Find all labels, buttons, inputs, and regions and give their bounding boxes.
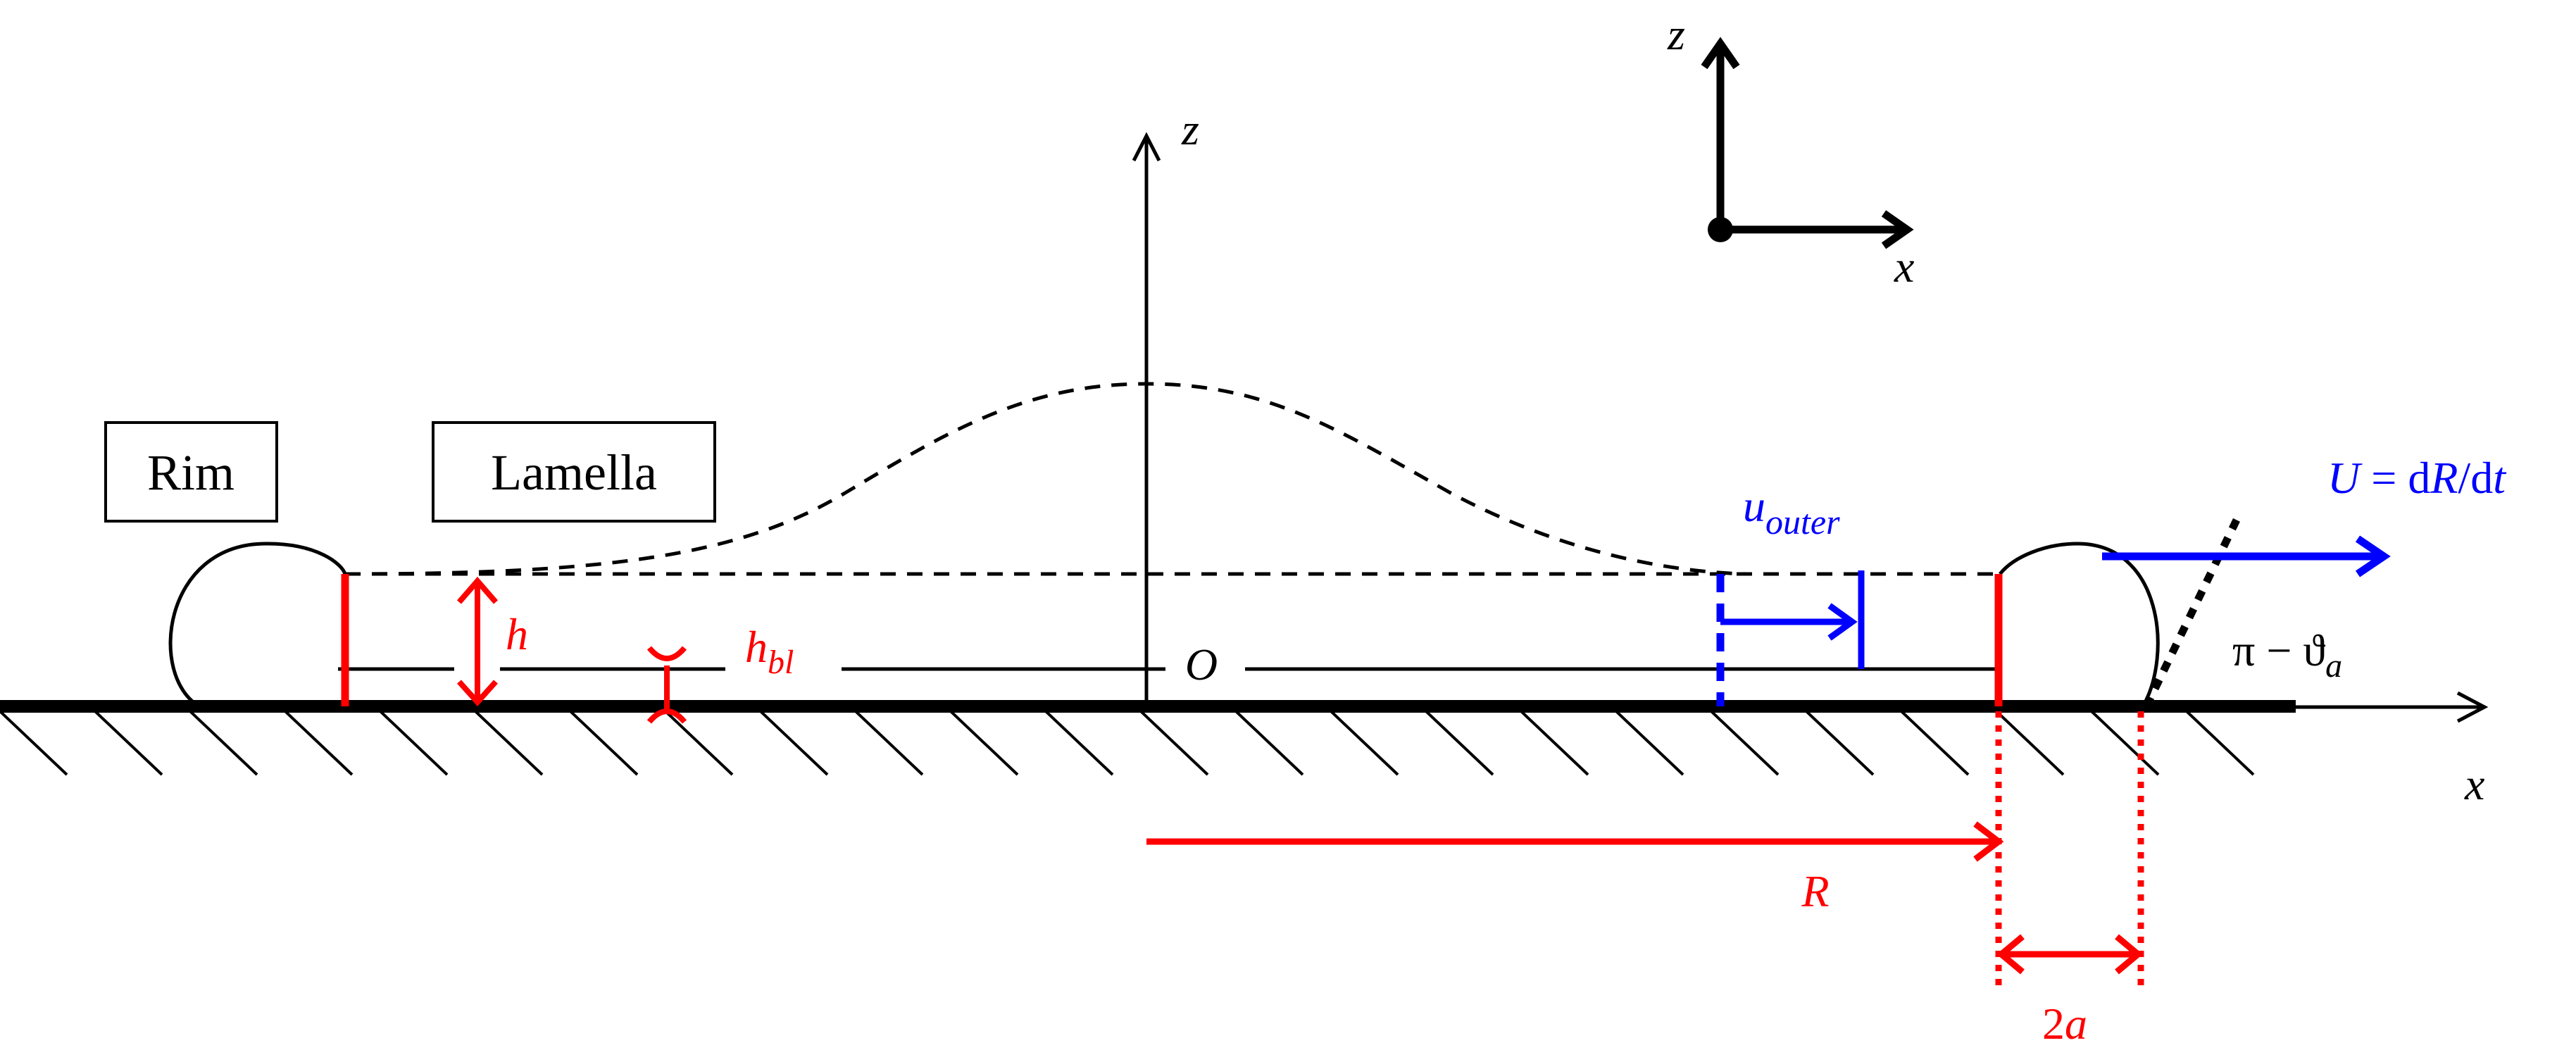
left-rim <box>168 542 347 708</box>
R-label: R <box>1801 866 1829 916</box>
two-a-label-num: 2 <box>2042 999 2065 1049</box>
origin-label: O <box>1185 639 1218 689</box>
x-axis-main-label: x <box>2464 759 2484 809</box>
contact-angle-main: π − ϑ <box>2232 625 2325 675</box>
u-outer-label-main: u <box>1743 481 1765 531</box>
u-outer-label-sub: outer <box>1765 502 1840 542</box>
velocity-U-eq: = d <box>2360 453 2430 503</box>
contact-angle-line <box>2143 512 2243 708</box>
initial-drop-profile <box>344 382 1747 576</box>
x-axis-main <box>2289 691 2489 723</box>
h-bl-label: hbl <box>745 622 794 681</box>
rim-label: Rim <box>147 444 235 501</box>
two-a-label: 2a <box>2042 999 2087 1049</box>
rim-label-box: Rim <box>104 421 278 523</box>
contact-angle-label: π − ϑa <box>2232 625 2342 685</box>
u-outer-label: uouter <box>1743 481 1840 542</box>
velocity-U-label: U = dR/dt <box>2327 453 2507 503</box>
substrate-hatching <box>0 710 2282 776</box>
h-label: h <box>506 609 528 659</box>
z-axis-main-label: z <box>1181 104 1199 154</box>
right-rim <box>1999 542 2160 708</box>
h-bl-label-main: h <box>745 622 768 672</box>
blue-annotations <box>1716 535 2391 706</box>
z-axis-main <box>1132 132 1161 706</box>
x-axis-inset-label: x <box>1894 242 1914 292</box>
velocity-U-t: t <box>2493 453 2507 503</box>
lamella-label: Lamella <box>491 444 657 501</box>
velocity-U-U: U <box>2327 453 2363 503</box>
contact-angle-sub: a <box>2325 647 2342 685</box>
two-a-label-a: a <box>2065 999 2087 1049</box>
h-bl-marker <box>646 646 687 724</box>
velocity-U-slash: /d <box>2458 453 2493 503</box>
z-axis-inset-label: z <box>1667 9 1685 59</box>
h-bl-label-sub: bl <box>768 644 794 681</box>
velocity-U-R: R <box>2430 453 2458 503</box>
inset-axes <box>1701 37 1914 249</box>
red-annotations <box>341 574 2144 993</box>
lamella-label-box: Lamella <box>432 421 716 523</box>
